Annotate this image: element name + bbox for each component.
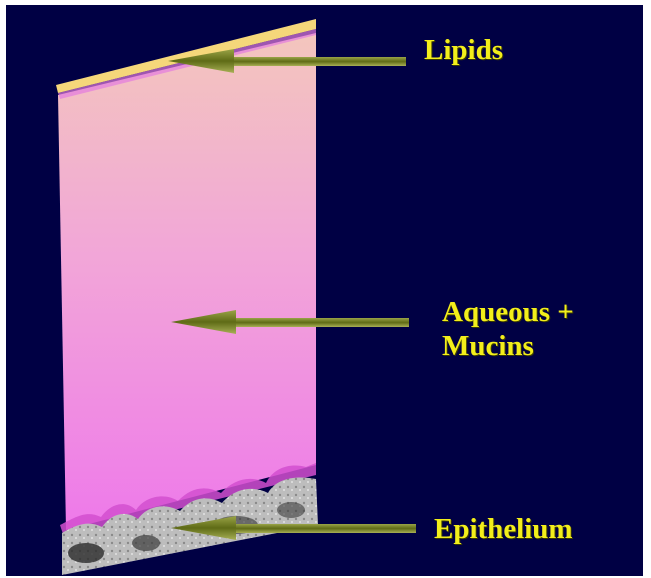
epithelium-cell-dark <box>68 543 104 563</box>
aqueous-layer <box>58 33 316 530</box>
aqueous-mucins-label: Aqueous + Mucins <box>442 295 642 363</box>
epithelium-cell-dark <box>277 502 305 518</box>
tear-film-diagram <box>6 5 643 576</box>
epithelium-label: Epithelium <box>434 512 573 546</box>
lipids-label: Lipids <box>424 33 503 67</box>
epithelium-cell-dark <box>132 535 160 551</box>
slide-background: Lipids Aqueous + Mucins Epithelium <box>6 5 643 576</box>
aqueous-label-line2: Mucins <box>442 329 642 363</box>
aqueous-label-line1: Aqueous + <box>442 295 642 329</box>
